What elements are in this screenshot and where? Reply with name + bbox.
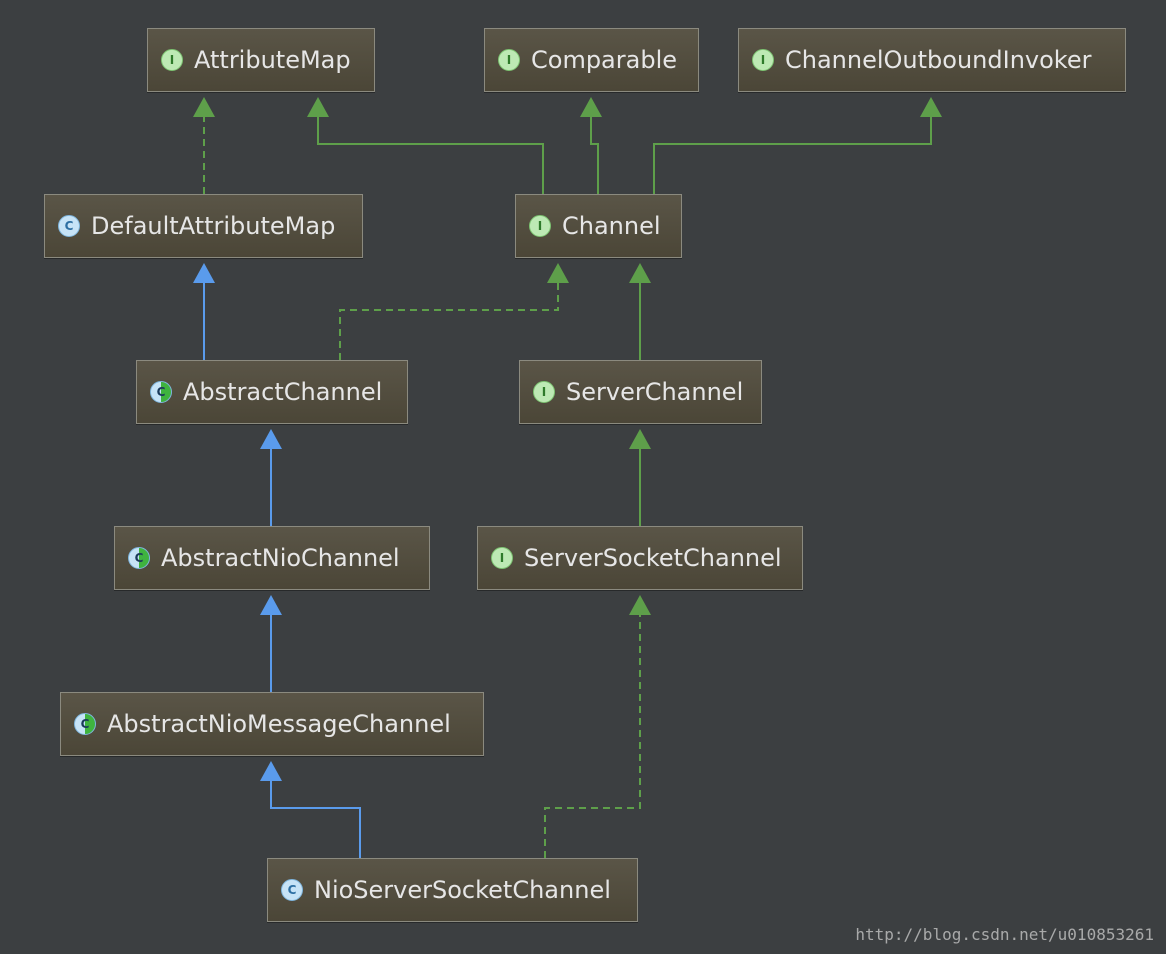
- node-label: AbstractNioMessageChannel: [107, 710, 451, 738]
- edge-channel-channeloutboundinvoker: [653, 97, 942, 194]
- arrowhead: [260, 761, 282, 781]
- class-icon: C: [281, 879, 303, 901]
- arrowhead: [193, 263, 215, 283]
- node-abstractniochannel[interactable]: C AbstractNioChannel: [114, 526, 430, 590]
- node-serversocketchannel[interactable]: I ServerSocketChannel: [477, 526, 803, 590]
- arrowhead: [580, 97, 602, 117]
- node-serverchannel[interactable]: I ServerChannel: [519, 360, 762, 424]
- arrowhead: [920, 97, 942, 117]
- node-label: Channel: [562, 212, 661, 240]
- node-label: ChannelOutboundInvoker: [785, 46, 1092, 74]
- node-channeloutboundinvoker[interactable]: I ChannelOutboundInvoker: [738, 28, 1126, 92]
- interface-icon: I: [491, 547, 513, 569]
- arrowhead: [629, 429, 651, 449]
- arrowhead: [547, 263, 569, 283]
- node-label: NioServerSocketChannel: [314, 876, 611, 904]
- watermark: http://blog.csdn.net/u010853261: [855, 925, 1154, 944]
- edge-abstractniomessagechannel-abstractniochannel: [260, 595, 282, 692]
- node-abstractchannel[interactable]: C AbstractChannel: [136, 360, 408, 424]
- node-comparable[interactable]: I Comparable: [484, 28, 699, 92]
- node-attributemap[interactable]: I AttributeMap: [147, 28, 375, 92]
- node-label: AbstractNioChannel: [161, 544, 400, 572]
- interface-icon: I: [161, 49, 183, 71]
- node-label: Comparable: [531, 46, 678, 74]
- arrowhead: [629, 595, 651, 615]
- node-label: AttributeMap: [194, 46, 351, 74]
- edge-defaultattributemap-attributemap: [193, 97, 215, 194]
- edge-serverchannel-channel: [629, 263, 651, 360]
- abstract-class-icon: C: [150, 381, 172, 403]
- node-channel[interactable]: I Channel: [515, 194, 682, 258]
- node-label: ServerChannel: [566, 378, 744, 406]
- edge-abstractchannel-defaultattributemap: [193, 263, 215, 360]
- arrowhead: [193, 97, 215, 117]
- arrowhead: [307, 97, 329, 117]
- edge-channel-attributemap: [307, 97, 544, 194]
- edge-serversocketchannel-serverchannel: [629, 429, 651, 526]
- interface-icon: I: [529, 215, 551, 237]
- abstract-class-icon: C: [128, 547, 150, 569]
- node-label: DefaultAttributeMap: [91, 212, 336, 240]
- node-abstractniomessagechannel[interactable]: C AbstractNioMessageChannel: [60, 692, 484, 756]
- edge-channel-comparable: [580, 97, 602, 194]
- class-icon: C: [58, 215, 80, 237]
- edge-nioserversocketchannel-abstractniomessagechannel: [260, 761, 361, 858]
- interface-icon: I: [752, 49, 774, 71]
- arrowhead: [260, 595, 282, 615]
- node-label: ServerSocketChannel: [524, 544, 782, 572]
- abstract-class-icon: C: [74, 713, 96, 735]
- arrowhead: [260, 429, 282, 449]
- node-label: AbstractChannel: [183, 378, 383, 406]
- interface-icon: I: [498, 49, 520, 71]
- edge-abstractniochannel-abstractchannel: [260, 429, 282, 526]
- edge-abstractchannel-channel: [339, 263, 569, 360]
- arrowhead: [629, 263, 651, 283]
- node-defaultattributemap[interactable]: C DefaultAttributeMap: [44, 194, 363, 258]
- edge-nioserversocketchannel-serversocketchannel: [544, 595, 651, 858]
- node-nioserversocketchannel[interactable]: C NioServerSocketChannel: [267, 858, 638, 922]
- interface-icon: I: [533, 381, 555, 403]
